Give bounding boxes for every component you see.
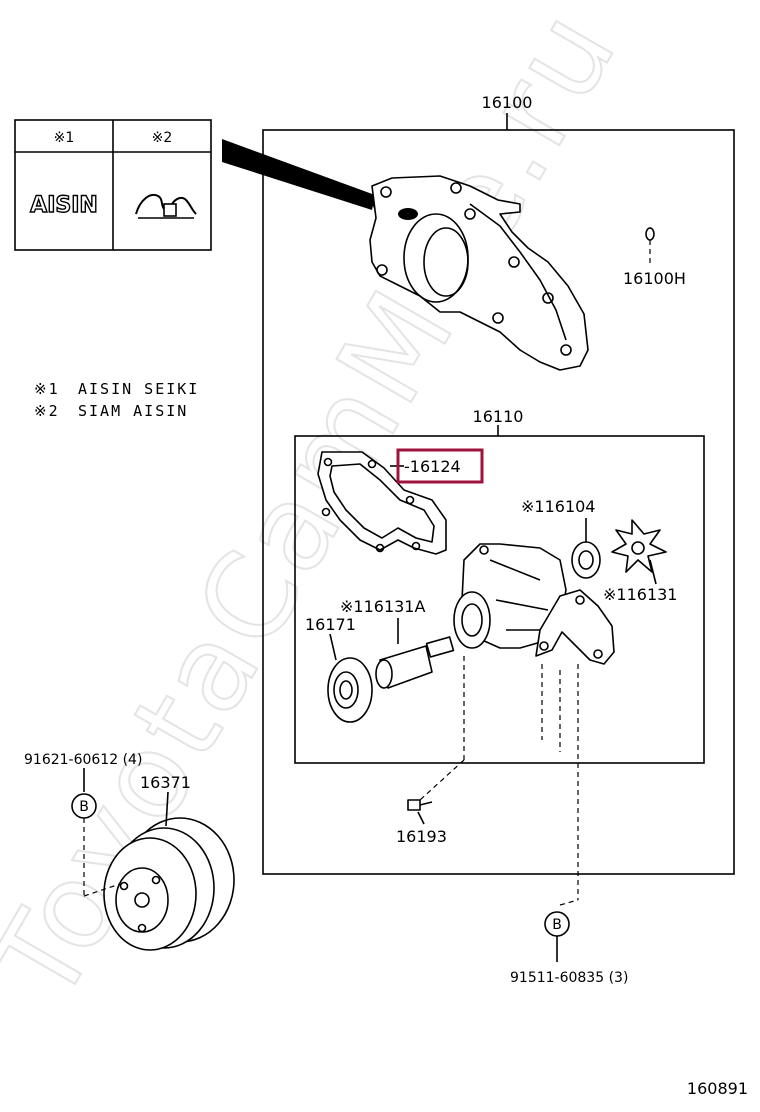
maker-table-col2-header: ※2 [152, 130, 173, 146]
part-16371-label[interactable]: 16371 [140, 773, 191, 792]
impeller-16131 [611, 519, 667, 585]
part-16193-label[interactable]: 16193 [396, 827, 447, 846]
aisin-logo: AISIN [30, 193, 98, 218]
seal-16104 [571, 518, 601, 579]
maker-legend: ※1 AISIN SEIKI ※2 SIAM AISIN [34, 380, 199, 420]
maker-table-col1-header: ※1 [54, 130, 75, 146]
pointer-arrow [222, 139, 375, 210]
pump-housing [453, 543, 615, 665]
highlight-box [396, 448, 484, 484]
part-16104-label[interactable]: ※116104 [521, 497, 595, 516]
legend-mark-2: ※2 [34, 402, 60, 420]
subassembly-frame [294, 435, 705, 764]
plug-16100h [645, 227, 655, 266]
bolt-b-bottom: B [544, 911, 570, 962]
stud-16193 [407, 799, 433, 825]
part-16100h-label[interactable]: 16100H [623, 269, 686, 288]
legend-text-2: SIAM AISIN [78, 402, 188, 420]
part-16171-label[interactable]: 16171 [305, 615, 356, 634]
gasket [317, 451, 447, 555]
part-91621-label[interactable]: 91621-60612 (4) [24, 752, 142, 768]
marker-b-bottom: B [552, 917, 562, 933]
part-91511-label[interactable]: 91511-60835 (3) [510, 970, 628, 986]
legend-text-1: AISIN SEIKI [78, 380, 199, 398]
shaft-bearing-16131a [375, 618, 455, 689]
part-16110-label[interactable]: 16110 [473, 407, 524, 426]
part-16100-label[interactable]: 16100 [482, 93, 533, 112]
pulley-16371 [103, 791, 235, 951]
part-16131-label[interactable]: ※116131 [603, 585, 677, 604]
part-16131a-label[interactable]: ※116131A [340, 597, 425, 616]
guide-lines [419, 656, 579, 906]
assembly-frame [262, 129, 735, 875]
bolt-b-top: B [71, 768, 121, 897]
maker-table: ※1 ※2 AISIN [14, 119, 212, 251]
diagram-id: 160891 [687, 1079, 748, 1098]
legend-mark-1: ※1 [34, 380, 60, 398]
siam-aisin-logo-icon [135, 194, 197, 219]
seat-16171 [327, 633, 373, 723]
pump-body-plate [369, 175, 589, 371]
part-16124-label[interactable]: -16124 [404, 457, 461, 476]
marker-b-top: B [79, 799, 89, 815]
